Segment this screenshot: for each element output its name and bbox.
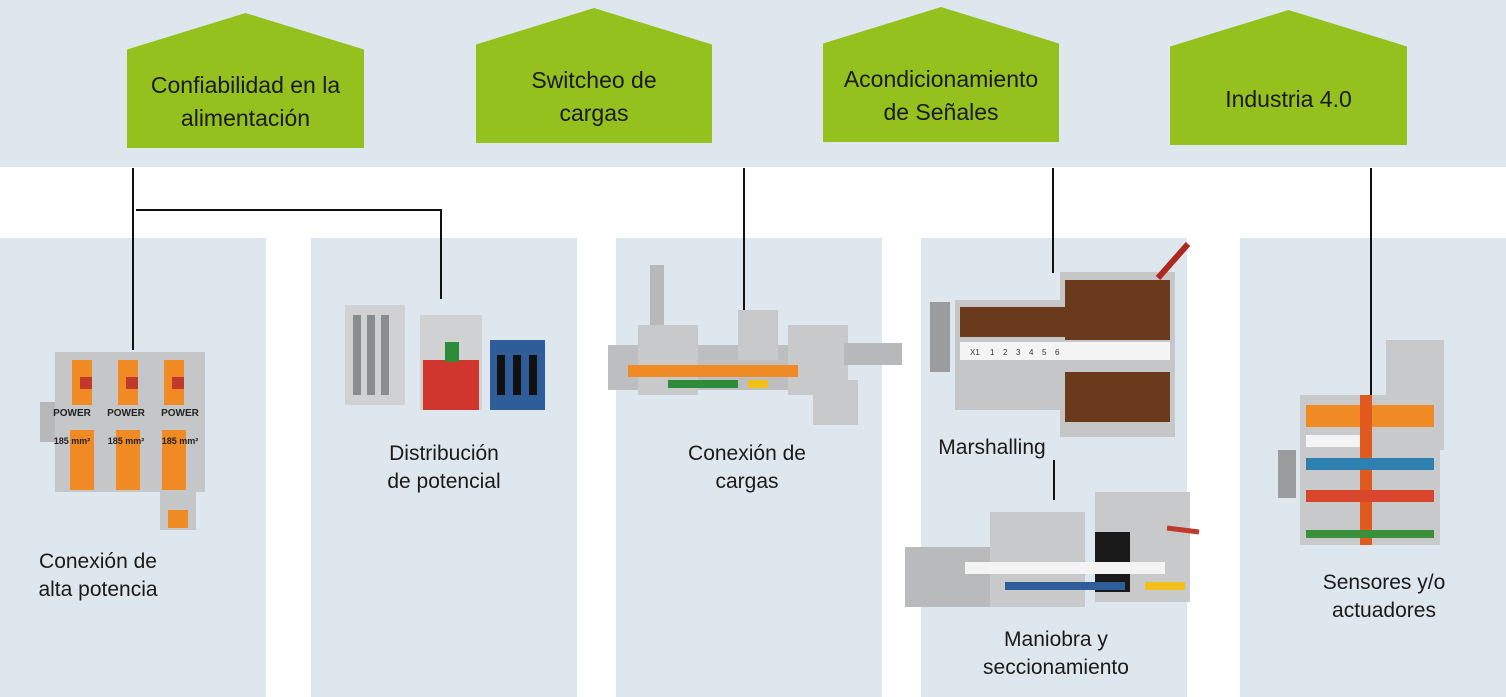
marker-text: 6 <box>1055 348 1060 357</box>
product-label-conexion-cargas: Conexión de cargas <box>688 442 806 493</box>
switching-disconnect-image <box>905 492 1200 607</box>
category-label: Confiabilidad en la alimentación <box>150 72 341 132</box>
connector-line <box>743 168 745 310</box>
connector-line <box>136 209 442 211</box>
connector-line <box>1370 168 1372 395</box>
power-text: POWER <box>53 408 92 419</box>
product-label-marshalling: Marshalling <box>938 436 1046 459</box>
power-text: POWER <box>161 408 200 419</box>
marshalling-image: X1 1 2 3 4 5 6 <box>930 242 1191 437</box>
marker-text: 3 <box>1016 348 1021 357</box>
product-label-alta-potencia: Conexión de alta potencia <box>38 550 158 601</box>
category-label: Acondicionamiento de Señales <box>843 66 1039 126</box>
cross-section-text: 185 mm² <box>108 436 145 446</box>
category-label: Industria 4.0 <box>1225 85 1352 112</box>
marker-text: 1 <box>990 348 995 357</box>
connector-line <box>1052 168 1054 273</box>
distribution-block-image <box>345 305 545 410</box>
marker-text: 4 <box>1029 348 1034 357</box>
connector-line <box>1053 460 1055 500</box>
product-label-sensores: Sensores y/o actuadores <box>1322 571 1446 622</box>
marker-text: X1 <box>970 348 980 357</box>
marker-text: 2 <box>1003 348 1008 357</box>
cross-section-text: 185 mm² <box>54 436 91 446</box>
category-label: Switcheo de cargas <box>531 67 657 127</box>
power-terminal-image: POWER POWER POWER 185 mm² 185 mm² 185 mm… <box>40 352 205 530</box>
load-connection-image <box>608 265 902 425</box>
cross-section-text: 185 mm² <box>162 436 199 446</box>
sensor-actuator-image <box>1278 340 1444 545</box>
marker-text: 5 <box>1042 348 1047 357</box>
product-label-distribucion: Distribución de potencial <box>387 442 501 493</box>
product-label-maniobra: Maniobra y seccionamiento <box>983 628 1129 679</box>
power-text: POWER <box>107 408 146 419</box>
connector-line <box>132 168 134 350</box>
connector-line <box>440 209 442 299</box>
